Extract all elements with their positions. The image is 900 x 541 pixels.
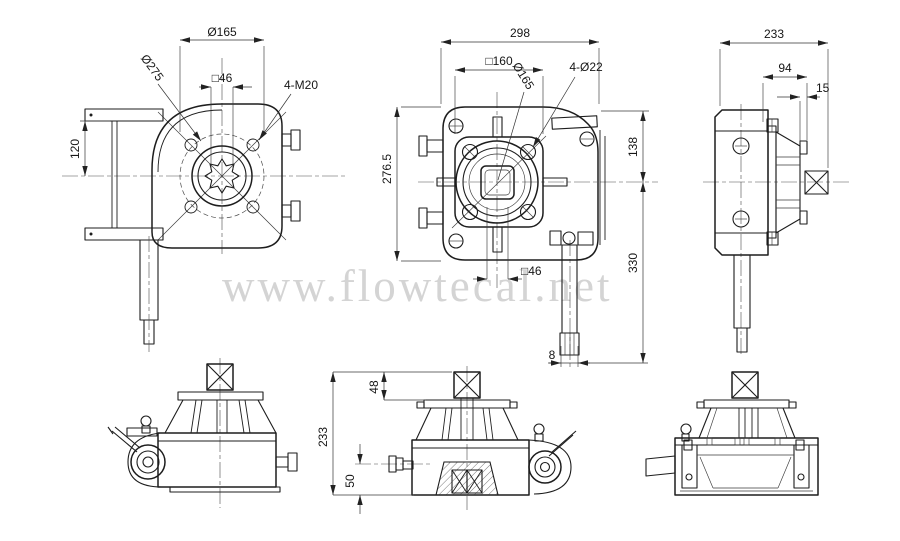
assembly-side-view (107, 358, 298, 508)
flange-view: 298 □160 Ø165 4-Ø22 276.5 138 330 (380, 26, 658, 368)
dim-thread-callout: 4-M20 (284, 78, 318, 92)
dim-hole-callout: 4-Ø22 (569, 60, 603, 74)
dim-overall-depth: 233 (764, 27, 784, 41)
rear-side-view (645, 371, 819, 496)
dim-bolt-circle: Ø165 (207, 25, 237, 39)
dim-top-to-center: 138 (626, 137, 640, 157)
dim-flange-square: □160 (485, 54, 513, 68)
dim-square-bore: □46 (212, 71, 233, 85)
watermark: www.flowtecal.net (222, 261, 613, 311)
front-view: Ø165 □46 Ø275 4-M20 120 (62, 25, 345, 352)
dim-pilot-diameter: Ø165 (510, 60, 538, 93)
dim-shaft-step: 15 (816, 81, 830, 95)
dim-stub-height: 48 (367, 380, 381, 394)
dim-overall-height: 276.5 (380, 154, 394, 184)
dim-overall-height-2: 233 (316, 427, 330, 447)
dim-bracket-height: 120 (68, 139, 82, 159)
dim-center-to-shaft-end: 330 (626, 253, 640, 273)
section-side-view: 233 48 50 (316, 366, 577, 514)
dim-overall-width: 298 (510, 26, 530, 40)
dim-square-bore-2: □46 (521, 264, 542, 278)
dim-spline-width: 8 (549, 348, 556, 362)
dim-housing-depth: 94 (778, 61, 792, 75)
side-view: 233 94 15 (703, 27, 852, 356)
dim-body-diameter: Ø275 (138, 52, 167, 84)
dim-plug-to-base: 50 (343, 474, 357, 488)
